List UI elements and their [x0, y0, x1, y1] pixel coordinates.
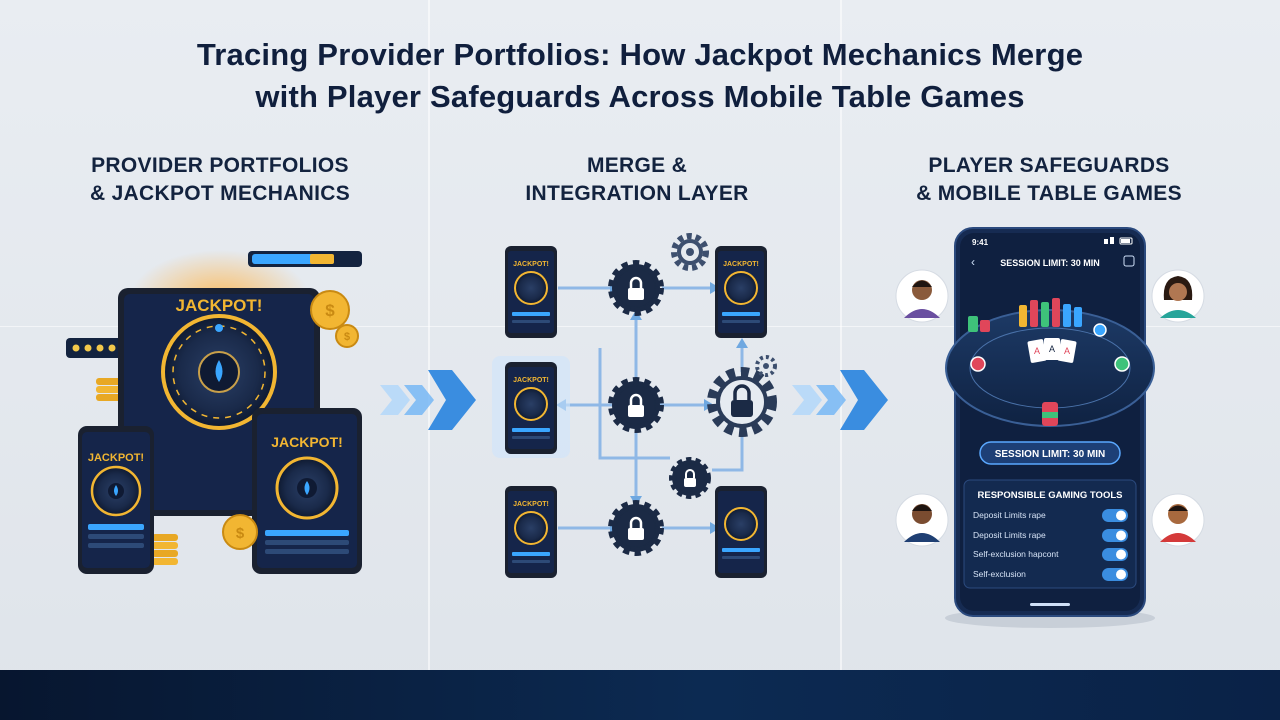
- mini-phone-bottom-right: [715, 486, 767, 578]
- column-heading-provider-line1: PROVIDER PORTFOLIOS: [91, 154, 349, 177]
- column-divider-right: [840, 0, 842, 670]
- svg-text:A: A: [1049, 344, 1055, 354]
- svg-text:A: A: [1064, 346, 1070, 356]
- mini-phone-top-right: JACKPOT!: [715, 246, 767, 338]
- footer-band: [0, 670, 1280, 720]
- column-heading-merge: MERGE & INTEGRATION LAYER: [457, 152, 817, 208]
- mini-phone-label: JACKPOT!: [723, 261, 759, 268]
- session-limit-banner: SESSION LIMIT: 30 MIN: [979, 441, 1121, 465]
- integration-connectors: [558, 286, 744, 530]
- title-line-2: with Player Safeguards Across Mobile Tab…: [255, 79, 1025, 114]
- mini-phone-label: JACKPOT!: [513, 261, 549, 268]
- coin-icon: $ $: [310, 290, 359, 348]
- tool-label-3: Self-exclusion hapcont: [973, 549, 1059, 559]
- column-heading-safeguards-line1: PLAYER SAFEGUARDS: [928, 154, 1170, 177]
- jackpot-phone-label: JACKPOT!: [88, 452, 144, 464]
- lock-gear-bottom: [608, 500, 664, 556]
- column-heading-provider: PROVIDER PORTFOLIOS & JACKPOT MECHANICS: [40, 152, 400, 208]
- mini-phone-top-left: JACKPOT!: [505, 246, 557, 338]
- coin-icon: $: [222, 514, 258, 550]
- poker-table: A A A: [945, 298, 1155, 427]
- gear-icon: [755, 355, 777, 377]
- avatar-icon: [1151, 269, 1205, 323]
- back-chevron-icon[interactable]: ‹: [971, 255, 975, 269]
- horizontal-guide: [0, 326, 1280, 327]
- mini-phone-bottom-left: JACKPOT!: [505, 486, 557, 578]
- arrow-icon: [792, 370, 888, 430]
- coin-stack-bottom: [152, 534, 178, 565]
- jackpot-tablet-label: JACKPOT!: [176, 296, 263, 315]
- lock-gear-large: [707, 367, 777, 437]
- avatar-icon: [895, 493, 949, 547]
- responsible-gaming-panel: RESPONSIBLE GAMING TOOLS: [963, 479, 1137, 589]
- tool-label-4: Self-exclusion: [973, 569, 1026, 579]
- mini-phone-mid-left: JACKPOT!: [492, 356, 570, 458]
- jackpot-tablet-secondary: JACKPOT!: [252, 408, 362, 574]
- svg-text:$: $: [325, 301, 335, 320]
- status-time: 9:41: [972, 238, 989, 247]
- avatar-icon: [1151, 493, 1205, 547]
- lock-gear-center: [608, 377, 664, 433]
- svg-text:$: $: [344, 331, 350, 343]
- svg-text:$: $: [236, 525, 245, 542]
- toggle-icon[interactable]: [1102, 529, 1128, 542]
- avatar-icon: [895, 269, 949, 323]
- phone-header-session-limit: SESSION LIMIT: 30 MIN: [1000, 258, 1100, 268]
- gear-icon: [671, 233, 709, 271]
- menu-icon[interactable]: [1123, 255, 1135, 267]
- mini-phone-label: JACKPOT!: [513, 377, 549, 384]
- diagram-canvas: JACKPOT! $ $ JACKPOT! JACKPOT! $: [66, 227, 1205, 628]
- title-line-1: Tracing Provider Portfolios: How Jackpot…: [196, 37, 1084, 72]
- page-title: Tracing Provider Portfolios: How Jackpot…: [0, 34, 1280, 118]
- column-heading-safeguards-line2: & MOBILE TABLE GAMES: [916, 182, 1182, 205]
- toggle-icon[interactable]: [1102, 568, 1128, 581]
- column-heading-merge-line1: MERGE &: [586, 154, 688, 177]
- lock-gear-top: [608, 260, 664, 316]
- column-divider-left: [428, 0, 430, 670]
- column-heading-provider-line2: & JACKPOT MECHANICS: [89, 182, 351, 205]
- mini-phone-label: JACKPOT!: [513, 501, 549, 508]
- jackpot-tablet2-label: JACKPOT!: [271, 434, 343, 450]
- tool-label-2: Deposit Limits rape: [973, 530, 1046, 540]
- column-heading-safeguards: PLAYER SAFEGUARDS & MOBILE TABLE GAMES: [869, 152, 1229, 208]
- session-limit-banner-text: SESSION LIMIT: 30 MIN: [995, 449, 1106, 460]
- arrow-icon: [380, 370, 476, 430]
- home-indicator: [1030, 603, 1070, 606]
- lock-gear-lower: [669, 457, 711, 499]
- jackpot-progress-bar-top: [248, 251, 362, 267]
- toggle-icon[interactable]: [1102, 509, 1128, 522]
- coin-stack-left: [96, 378, 122, 401]
- tools-title: RESPONSIBLE GAMING TOOLS: [978, 490, 1123, 501]
- tool-label-1: Deposit Limits rape: [973, 510, 1046, 520]
- toggle-icon[interactable]: [1102, 548, 1128, 561]
- jackpot-phone-left: JACKPOT!: [78, 426, 154, 574]
- column-heading-merge-line2: INTEGRATION LAYER: [525, 182, 749, 205]
- svg-text:A: A: [1034, 346, 1040, 356]
